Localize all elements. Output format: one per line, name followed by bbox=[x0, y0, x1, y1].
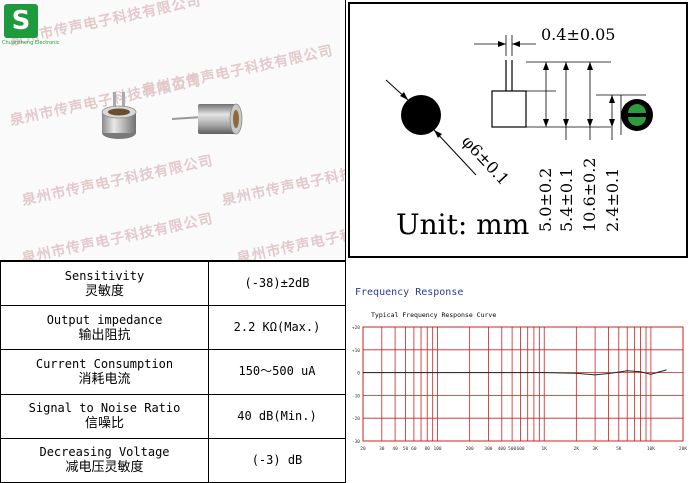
company-logo: S bbox=[4, 4, 38, 38]
spec-label-en: Sensitivity bbox=[64, 268, 145, 283]
y-tick-label: 0 bbox=[357, 371, 360, 377]
x-tick-label: 100 bbox=[433, 446, 441, 452]
spec-label-en: Signal to Noise Ratio bbox=[28, 401, 181, 416]
x-tick-label: 300 bbox=[484, 446, 492, 452]
x-tick-label: 5K bbox=[616, 446, 622, 452]
x-tick-label: 20K bbox=[679, 446, 687, 452]
spec-value: (-3) dB bbox=[208, 437, 346, 483]
spec-value: 150～500 uA bbox=[208, 349, 346, 395]
spec-label-en: Current Consumption bbox=[35, 356, 174, 371]
dim-total-height: 5.4±0.1 bbox=[557, 168, 576, 232]
spec-label-zh: 信噪比 bbox=[84, 416, 124, 432]
x-tick-label: 3K bbox=[592, 446, 598, 452]
spec-label-zh: 减电压灵敏度 bbox=[65, 460, 144, 476]
microphone-top-view bbox=[101, 92, 137, 139]
dimension-drawing: φ6±0.1 0.4±0.05 5.0±0.2 bbox=[385, 25, 653, 241]
y-tick-label: -20 bbox=[352, 416, 360, 422]
spec-value: 2.2 KΩ(Max.) bbox=[208, 305, 346, 351]
spec-value-text: (-38)±2dB bbox=[244, 276, 310, 291]
spec-value-text: (-3) dB bbox=[251, 452, 303, 467]
spec-value-text: 150～500 uA bbox=[238, 364, 316, 379]
freq-subtitle: Typical Frequency Response Curve bbox=[371, 311, 496, 319]
dim-body-height: 5.0±0.2 bbox=[536, 168, 555, 232]
dim-pin-pitch: 0.4±0.05 bbox=[541, 25, 615, 44]
spec-label-zh: 输出阻抗 bbox=[78, 327, 131, 343]
x-tick-label: 1K bbox=[542, 446, 548, 452]
spec-label-zh: 消耗电流 bbox=[78, 371, 131, 387]
x-tick-label: 50 bbox=[403, 446, 409, 452]
mic-back-view bbox=[621, 99, 653, 131]
microphone-photo bbox=[101, 92, 243, 139]
spec-label-en: Output impedance bbox=[46, 312, 163, 327]
y-tick-label: +10 bbox=[352, 348, 360, 354]
spec-label-zh: 灵敏度 bbox=[84, 283, 124, 299]
dimension-drawing-panel: φ6±0.1 0.4±0.05 5.0±0.2 bbox=[346, 0, 693, 261]
spec-value-text: 2.2 KΩ(Max.) bbox=[233, 320, 321, 335]
spec-value: (-38)±2dB bbox=[208, 260, 346, 307]
x-tick-label: 2K bbox=[574, 446, 580, 452]
x-tick-label: 200 bbox=[466, 446, 474, 452]
spec-value: 40 dB(Min.) bbox=[208, 393, 346, 439]
freq-title: Frequency Response bbox=[355, 287, 463, 298]
frequency-response-panel: Frequency Response Typical Frequency Res… bbox=[346, 261, 693, 483]
drawing-frame bbox=[348, 2, 688, 258]
x-tick-label: 20 bbox=[360, 446, 366, 452]
x-tick-label: 60 bbox=[411, 446, 417, 452]
x-tick-label: 80 bbox=[425, 446, 431, 452]
spec-label-en: Decreasing Voltage bbox=[39, 445, 170, 460]
x-tick-label: 40 bbox=[392, 446, 398, 452]
mic-front-outline bbox=[401, 95, 441, 135]
y-tick-label: -30 bbox=[352, 439, 360, 445]
y-tick-label: -10 bbox=[352, 393, 360, 399]
x-tick-label: 500 bbox=[508, 446, 516, 452]
spec-value-text: 40 dB(Min.) bbox=[237, 408, 317, 423]
product-photo-panel: 泉州市传声电子科技有限公司 泉州市传声电子科技有限公司 泉州市传声电子科技有限公… bbox=[0, 0, 346, 261]
logo-subtitle: Chuansheng Electronic bbox=[2, 40, 60, 46]
unit-label: Unit: mm bbox=[396, 208, 529, 241]
x-tick-label: 30 bbox=[379, 446, 385, 452]
dim-side-height: 2.4±0.1 bbox=[603, 168, 622, 232]
y-tick-label: +20 bbox=[352, 325, 360, 331]
microphone-side-view bbox=[171, 103, 243, 135]
frequency-response-chart: Frequency Response Typical Frequency Res… bbox=[352, 287, 687, 452]
dim-diameter: φ6±0.1 bbox=[458, 132, 513, 189]
response-curve bbox=[363, 369, 667, 376]
logo-letter: S bbox=[11, 6, 31, 36]
chart-grid bbox=[362, 326, 684, 442]
mic-side-outline bbox=[491, 90, 527, 128]
x-tick-label: 10K bbox=[647, 446, 655, 452]
y-axis-ticks: +20 +10 0 -10 -20 -30 bbox=[352, 325, 360, 445]
dim-pin-length: 10.6±0.2 bbox=[580, 158, 599, 232]
x-tick-label: 400 bbox=[498, 446, 506, 452]
x-tick-label: 600 bbox=[516, 446, 524, 452]
